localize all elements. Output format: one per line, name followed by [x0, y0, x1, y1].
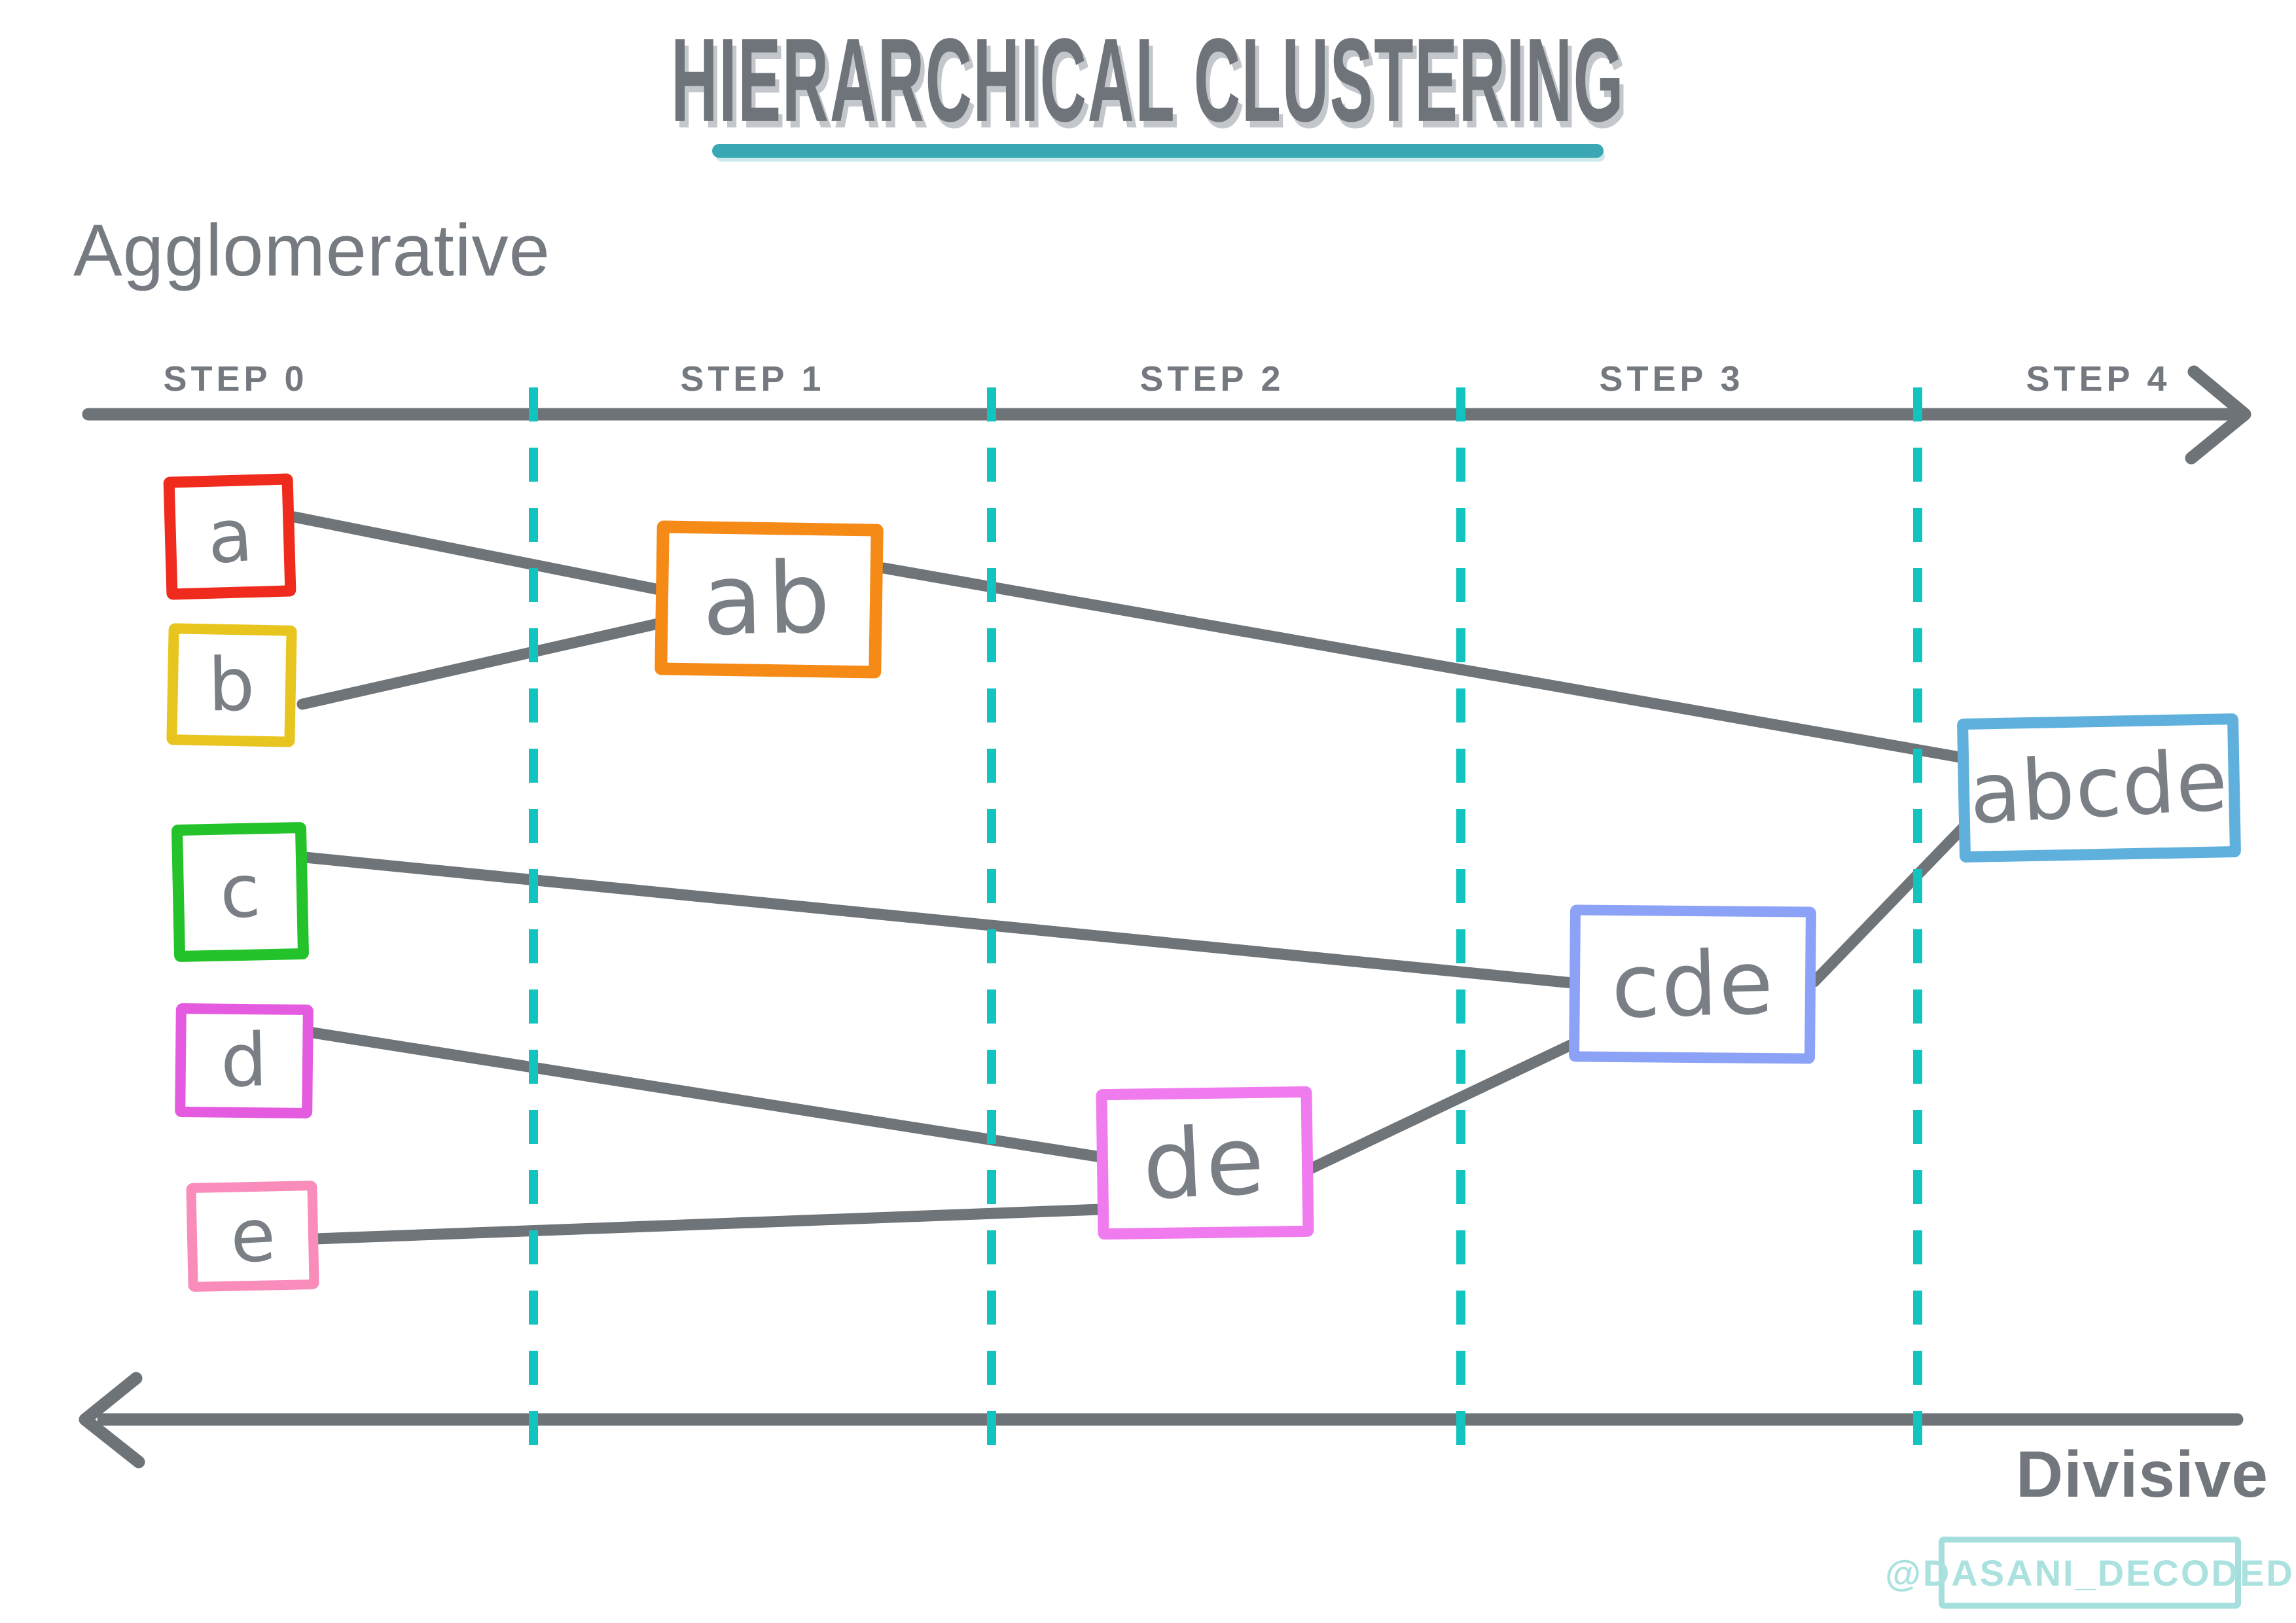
- watermark-text: @DASANI_DECODED: [1885, 1552, 2295, 1594]
- edge-b-to-ab: [296, 613, 684, 710]
- step-label-2: STEP 2: [1139, 359, 1285, 399]
- step-label-3: STEP 3: [1599, 359, 1744, 399]
- cluster-box-cde: cde: [1568, 904, 1817, 1064]
- cluster-label-ab: ab: [701, 541, 837, 658]
- cluster-box-abcde: abcde: [1956, 713, 2242, 863]
- edge-cde-to-abcde: [1808, 820, 1971, 988]
- page-title: HIERARCHICAL CLUSTERING: [671, 14, 1625, 147]
- step-label-4: STEP 4: [2026, 359, 2171, 399]
- step-label-0: STEP 0: [163, 359, 308, 399]
- edge-a-to-ab: [289, 511, 681, 599]
- cluster-label-d: d: [219, 1018, 269, 1104]
- edge-de-to-cde: [1304, 1036, 1583, 1175]
- cluster-box-d: d: [175, 1003, 314, 1119]
- step-label-1: STEP 1: [680, 359, 825, 399]
- watermark-badge: @DASANI_DECODED: [1885, 1537, 2293, 1609]
- cluster-box-e: e: [186, 1180, 319, 1293]
- cluster-label-de: de: [1140, 1104, 1270, 1222]
- cluster-label-cde: cde: [1609, 931, 1776, 1038]
- edge-d-to-de: [307, 1027, 1107, 1163]
- title-underline: [712, 144, 1604, 158]
- cluster-box-a: a: [163, 473, 296, 600]
- page-title-wrap: HIERARCHICAL CLUSTERING: [0, 12, 2296, 147]
- cluster-label-abcde: abcde: [1967, 732, 2231, 844]
- cluster-box-de: de: [1096, 1086, 1314, 1240]
- edge-e-to-de: [310, 1204, 1107, 1245]
- cluster-label-b: b: [207, 642, 256, 728]
- cluster-label-c: c: [217, 848, 263, 936]
- agglomerative-label: Agglomerative: [73, 209, 550, 291]
- divisive-label: Divisive: [2016, 1438, 2269, 1511]
- cluster-label-e: e: [227, 1192, 278, 1280]
- edge-ab-to-abcde: [878, 562, 1969, 764]
- cluster-box-ab: ab: [655, 520, 884, 679]
- top-axis-arrowhead-right: [2185, 365, 2251, 465]
- edge-c-to-cde: [299, 851, 1578, 989]
- cluster-label-a: a: [204, 492, 255, 581]
- cluster-box-b: b: [166, 623, 297, 747]
- cluster-box-c: c: [171, 821, 310, 963]
- bottom-axis-arrowhead-left: [79, 1372, 145, 1469]
